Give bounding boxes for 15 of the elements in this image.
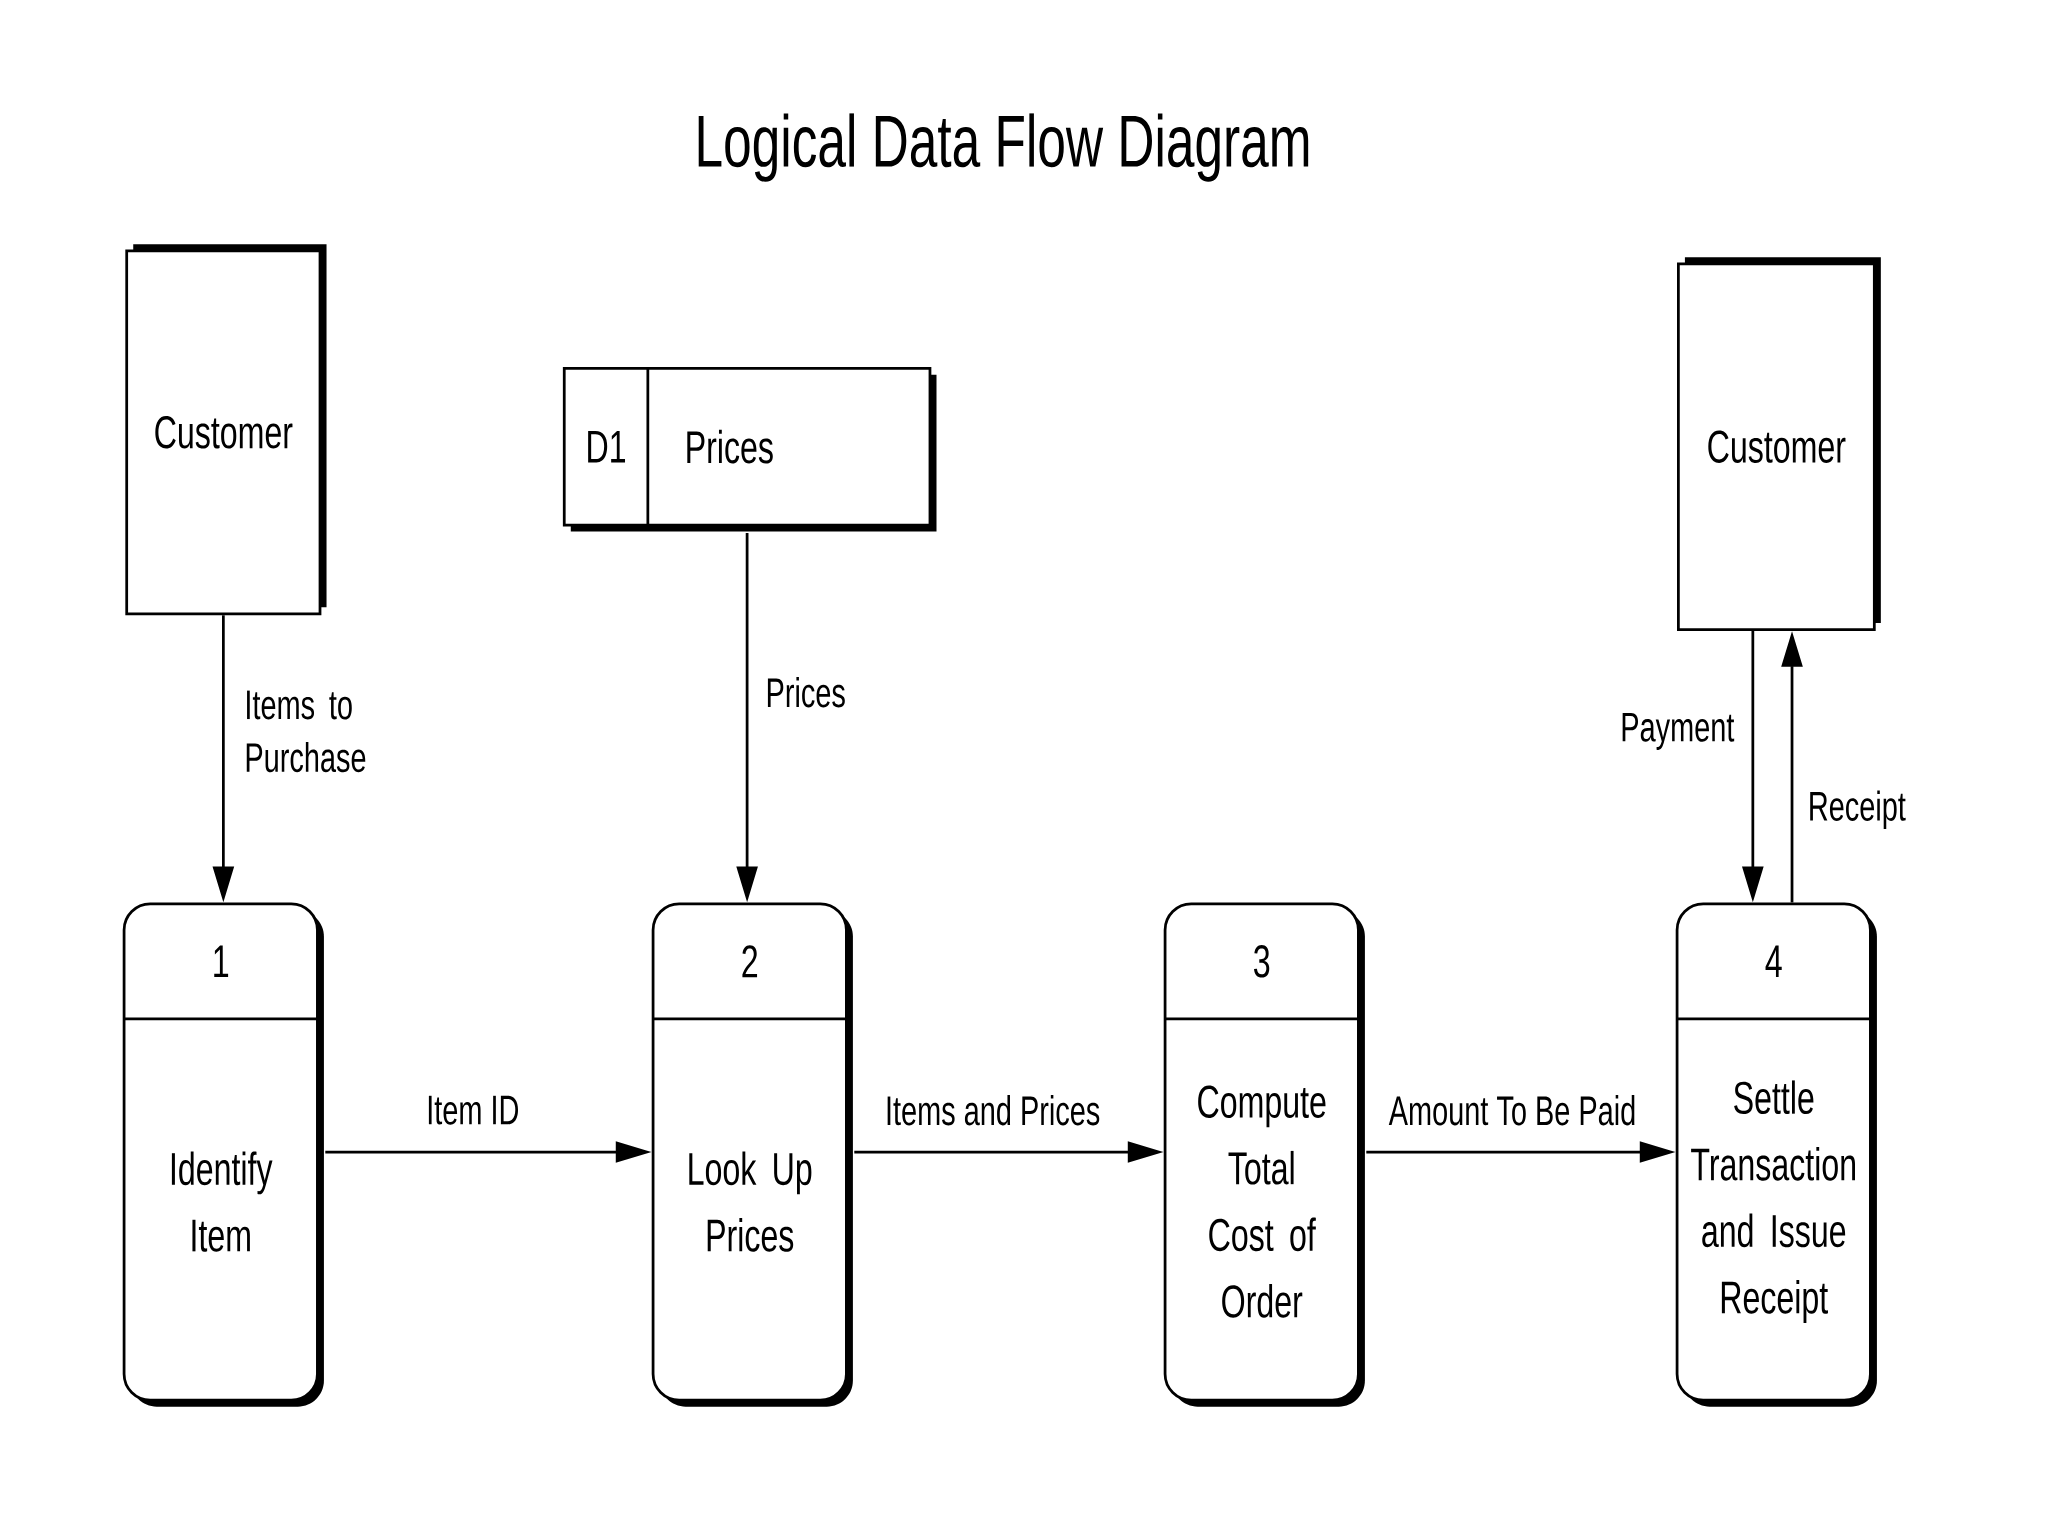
process-box: 1 Identify Item bbox=[122, 902, 324, 1407]
edge-label: Items to Purchase bbox=[242, 688, 376, 775]
entity-box: Customer bbox=[125, 244, 327, 616]
edge-label: Prices bbox=[763, 674, 849, 710]
entity-box: Customer bbox=[1677, 257, 1881, 631]
edge-label: Items and Prices bbox=[882, 1092, 1103, 1128]
data-store: D1 Prices bbox=[562, 366, 937, 532]
edge-label: Amount To Be Paid bbox=[1386, 1092, 1639, 1128]
edge-label: Receipt bbox=[1805, 788, 1909, 832]
process-box: 2 Look Up Prices bbox=[651, 902, 853, 1407]
process-box: 3 Compute Total Cost of Order bbox=[1163, 902, 1365, 1407]
title: Logical Data Flow Diagram bbox=[698, 113, 1309, 182]
process-box: 4 Settle Transaction and Issue Receipt bbox=[1675, 902, 1877, 1407]
edge-label: Payment bbox=[1618, 710, 1737, 753]
edge-label: Item ID bbox=[423, 1093, 522, 1127]
